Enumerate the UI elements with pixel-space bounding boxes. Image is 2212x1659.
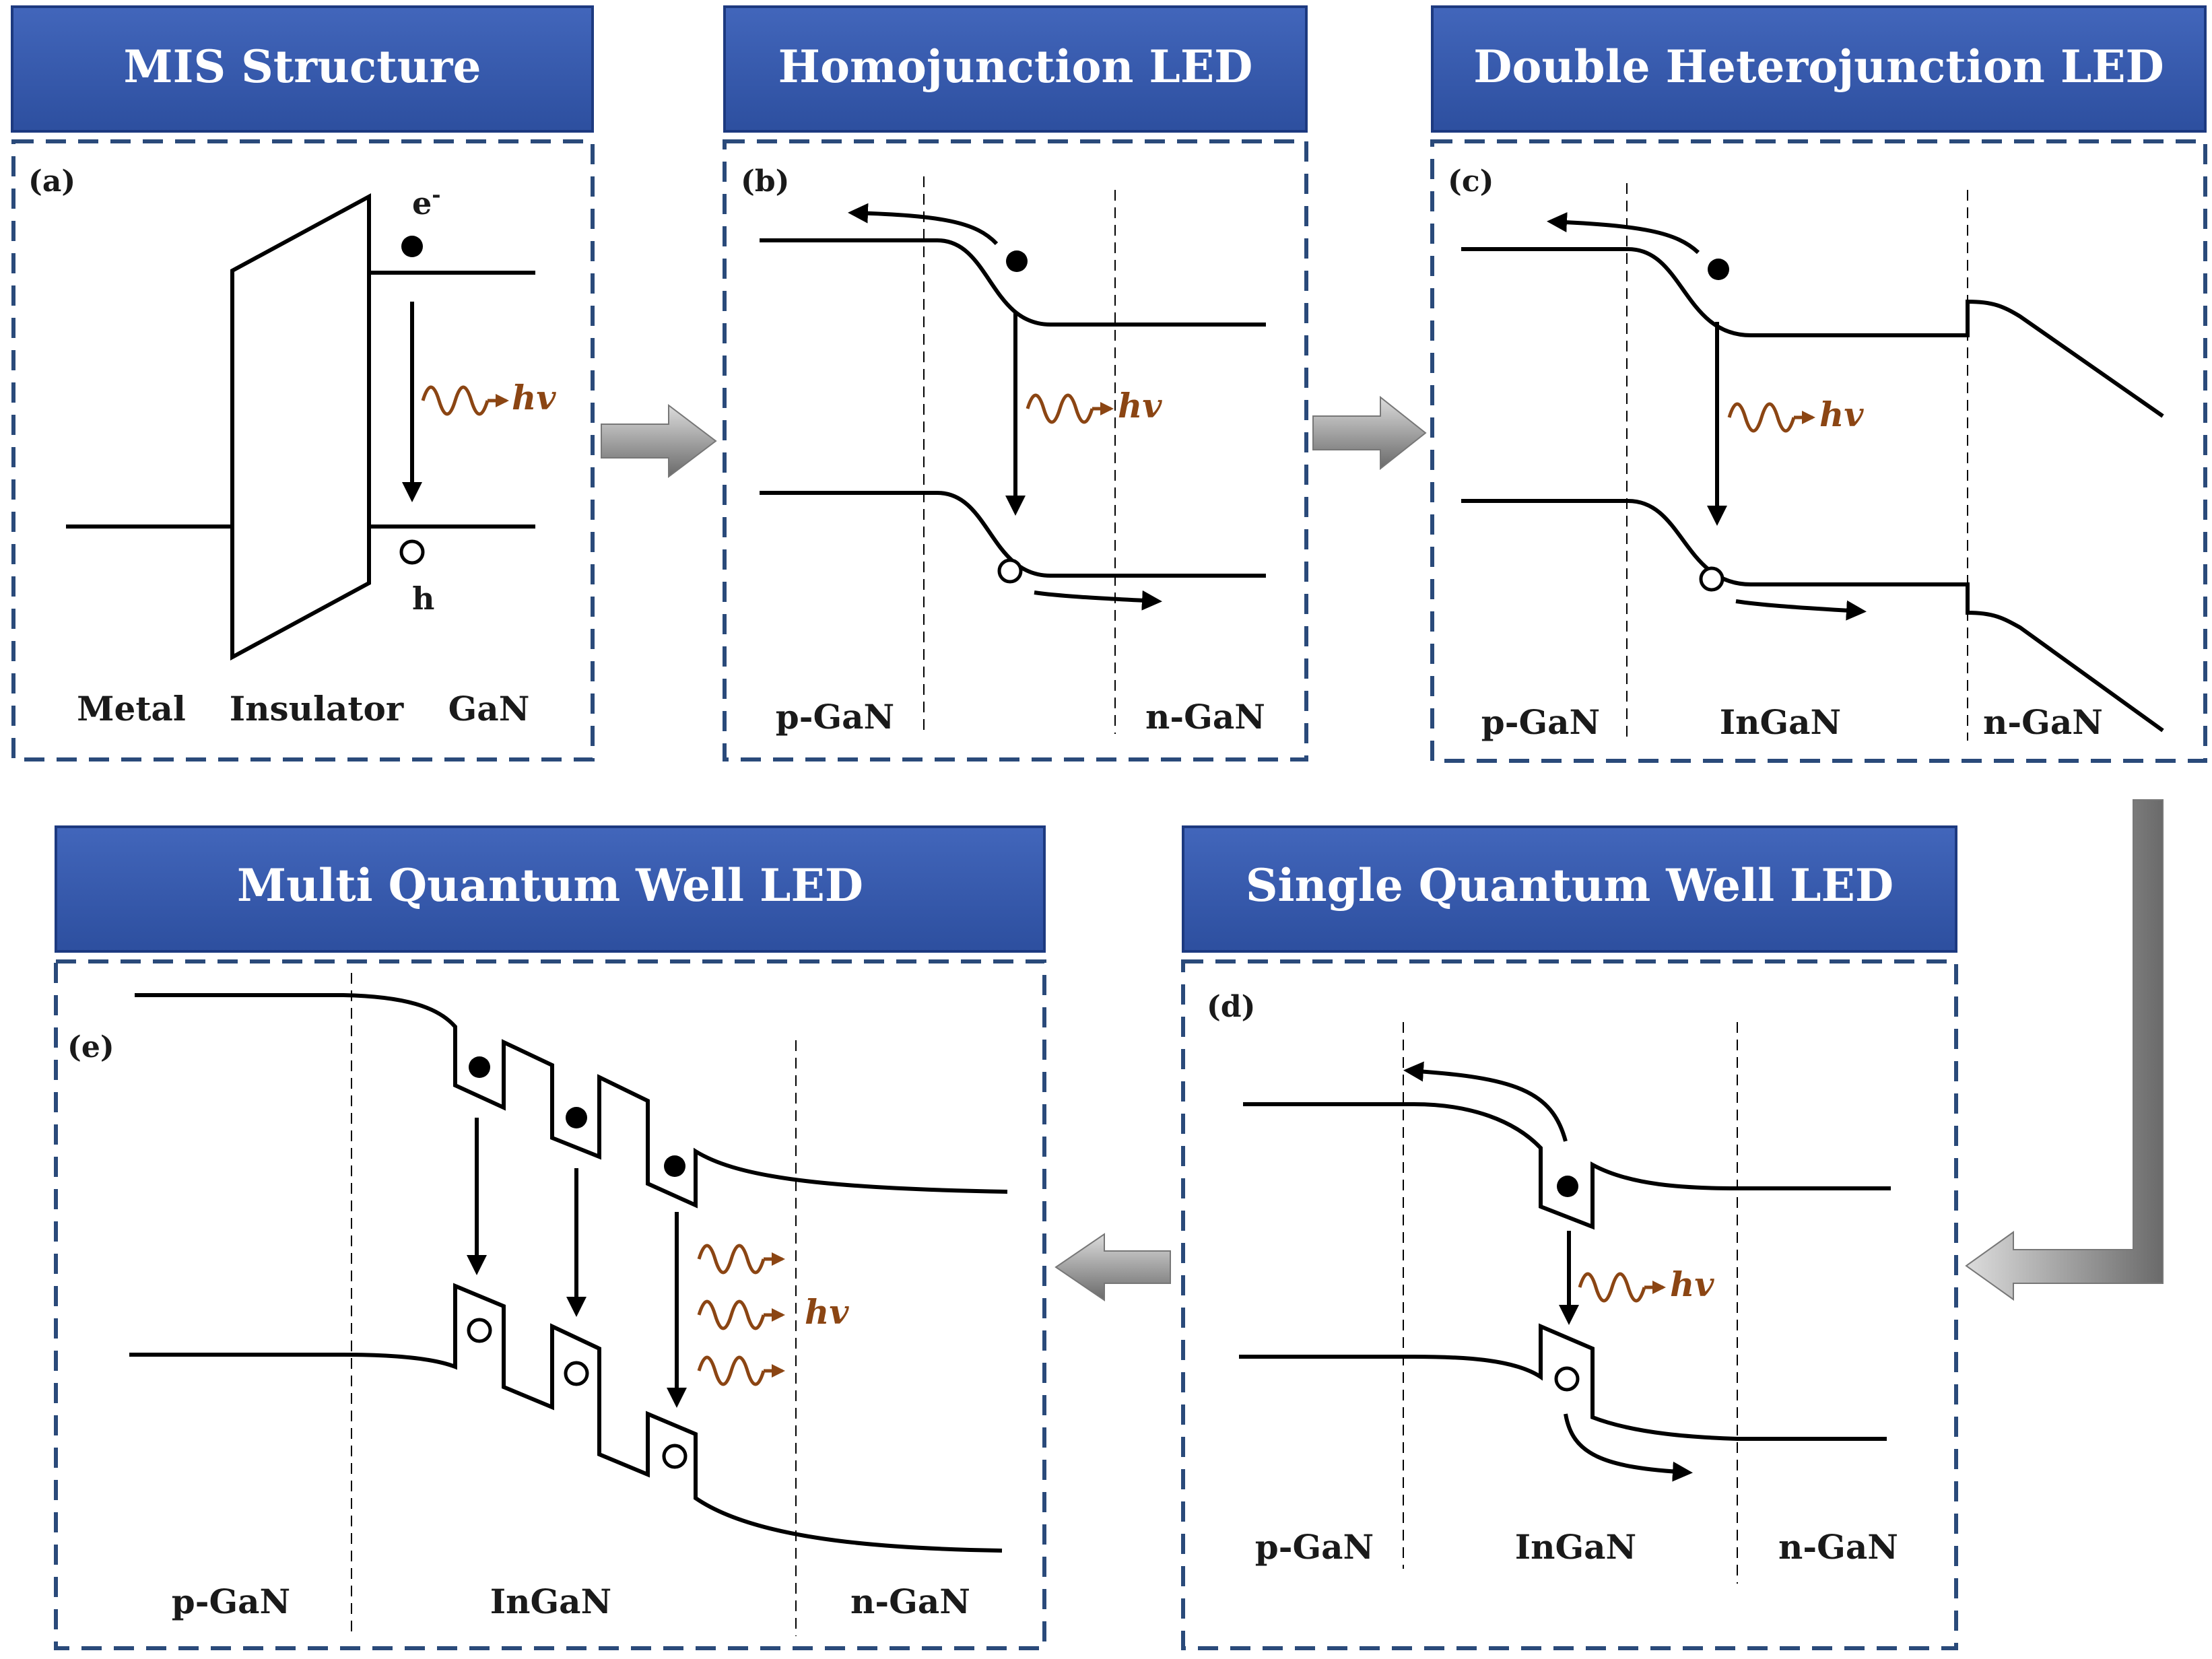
panel-d-label: (d) xyxy=(1207,990,1255,1024)
electron-dot-b xyxy=(1006,250,1028,272)
electron-label: e- xyxy=(412,182,441,222)
panel-a-title: MIS Structure xyxy=(124,40,481,93)
header-d-bg xyxy=(1182,825,1957,953)
flow-arrow-b-to-c xyxy=(1312,395,1427,471)
region-p-gan-c: p-GaN xyxy=(1481,702,1601,742)
region-p-gan-d: p-GaN xyxy=(1255,1527,1374,1567)
hole-flow-arrow-b xyxy=(1034,590,1162,611)
header-e: Multi Quantum Well LED xyxy=(55,825,1046,953)
panel-e-diagram xyxy=(129,973,1008,1636)
region-metal: Metal xyxy=(77,689,186,729)
flow-arrow-d-to-e xyxy=(1054,1233,1171,1301)
header-c: Double Heterojunction LED xyxy=(1431,5,2207,133)
panel-b-diagram xyxy=(760,176,1266,734)
panel-a-diagram: (a) xyxy=(28,164,535,661)
panel-b-title: Homojunction LED xyxy=(778,40,1253,93)
valence-band-e xyxy=(129,1283,1003,1553)
panel-d-diagram xyxy=(1239,1022,1891,1584)
hole-flow-arrow-d xyxy=(1564,1413,1693,1482)
conduction-band-d xyxy=(1243,1102,1891,1230)
photon-c-label: hv xyxy=(1819,395,1864,434)
electron-flow-arrow-c xyxy=(1547,212,1700,255)
hole-circle-e1 xyxy=(467,1318,492,1343)
header-e-bg xyxy=(55,825,1046,953)
hole-label: h xyxy=(412,580,434,617)
photon-b xyxy=(1026,393,1114,424)
conduction-band-e xyxy=(135,993,1008,1209)
header-b-bg xyxy=(723,5,1308,133)
hole-flow-arrow-c xyxy=(1735,599,1867,621)
conduction-band-b xyxy=(760,238,1266,327)
panel-c-title: Double Heterojunction LED xyxy=(1473,40,2164,93)
panel-c-diagram xyxy=(1461,183,2164,741)
region-n-gan-b: n-GaN xyxy=(1145,697,1265,737)
electron-dot-e1 xyxy=(469,1056,490,1078)
flow-arrow-c-to-d xyxy=(1965,799,2164,1301)
photon-e2 xyxy=(697,1299,785,1330)
region-p-gan-b: p-GaN xyxy=(776,697,895,737)
region-insulator: Insulator xyxy=(230,689,404,729)
panel-b-label: (b) xyxy=(741,164,789,199)
valence-band-c xyxy=(1461,499,2164,733)
photon-e-label: hv xyxy=(805,1292,849,1332)
region-ingan-c: InGaN xyxy=(1720,702,1842,742)
insulator-barrier xyxy=(230,193,371,661)
panel-e-label: (e) xyxy=(67,1030,114,1064)
region-ingan-e: InGaN xyxy=(490,1582,612,1621)
hole-circle-c xyxy=(1699,566,1724,592)
frame-d xyxy=(1181,959,1958,1650)
flow-arrow-a-to-b xyxy=(601,403,717,479)
hole-circle-e2 xyxy=(564,1361,589,1386)
hole-circle xyxy=(399,539,425,565)
region-n-gan-d: n-GaN xyxy=(1778,1527,1898,1567)
region-ingan-d: InGaN xyxy=(1515,1527,1637,1567)
header-c-bg xyxy=(1431,5,2207,133)
region-p-gan-e: p-GaN xyxy=(172,1582,291,1621)
photon-a xyxy=(421,385,509,416)
region-n-gan-e: n-GaN xyxy=(850,1582,970,1621)
photon-d xyxy=(1578,1272,1666,1303)
conduction-band-c xyxy=(1461,247,2164,418)
valence-band-b xyxy=(760,491,1266,578)
hole-circle-d xyxy=(1554,1366,1580,1392)
electron-dot-d xyxy=(1557,1176,1578,1197)
electron-dot-e2 xyxy=(566,1107,587,1128)
photon-c xyxy=(1727,402,1815,433)
region-gan: GaN xyxy=(448,689,530,729)
photon-d-label: hv xyxy=(1670,1264,1714,1304)
region-n-gan-c: n-GaN xyxy=(1983,702,2103,742)
frame-c xyxy=(1430,139,2207,763)
electron-dot-e3 xyxy=(664,1155,685,1177)
electron-flow-arrow-b xyxy=(848,203,999,246)
header-d: Single Quantum Well LED xyxy=(1182,825,1957,953)
photon-e3 xyxy=(697,1355,785,1386)
panel-d-title: Single Quantum Well LED xyxy=(1246,859,1893,912)
frame-b xyxy=(723,139,1308,761)
header-a: MIS Structure xyxy=(11,5,594,133)
header-b: Homojunction LED xyxy=(723,5,1308,133)
photon-e1 xyxy=(697,1244,785,1275)
photon-b-label: hv xyxy=(1118,386,1162,426)
photon-a-label: hv xyxy=(512,378,556,417)
valence-band-d xyxy=(1239,1323,1887,1441)
panel-e-title: Multi Quantum Well LED xyxy=(237,859,863,912)
electron-dot-c xyxy=(1708,259,1729,280)
frame-a xyxy=(11,139,595,761)
electron-flow-arrow-d xyxy=(1403,1061,1568,1142)
panel-c-label: (c) xyxy=(1448,164,1494,199)
panel-a-label: (a) xyxy=(28,164,75,199)
frame-e xyxy=(54,959,1046,1650)
header-a-bg xyxy=(11,5,594,133)
hole-circle-b xyxy=(997,558,1023,584)
electron-dot xyxy=(401,236,423,257)
hole-circle-e3 xyxy=(662,1444,688,1469)
